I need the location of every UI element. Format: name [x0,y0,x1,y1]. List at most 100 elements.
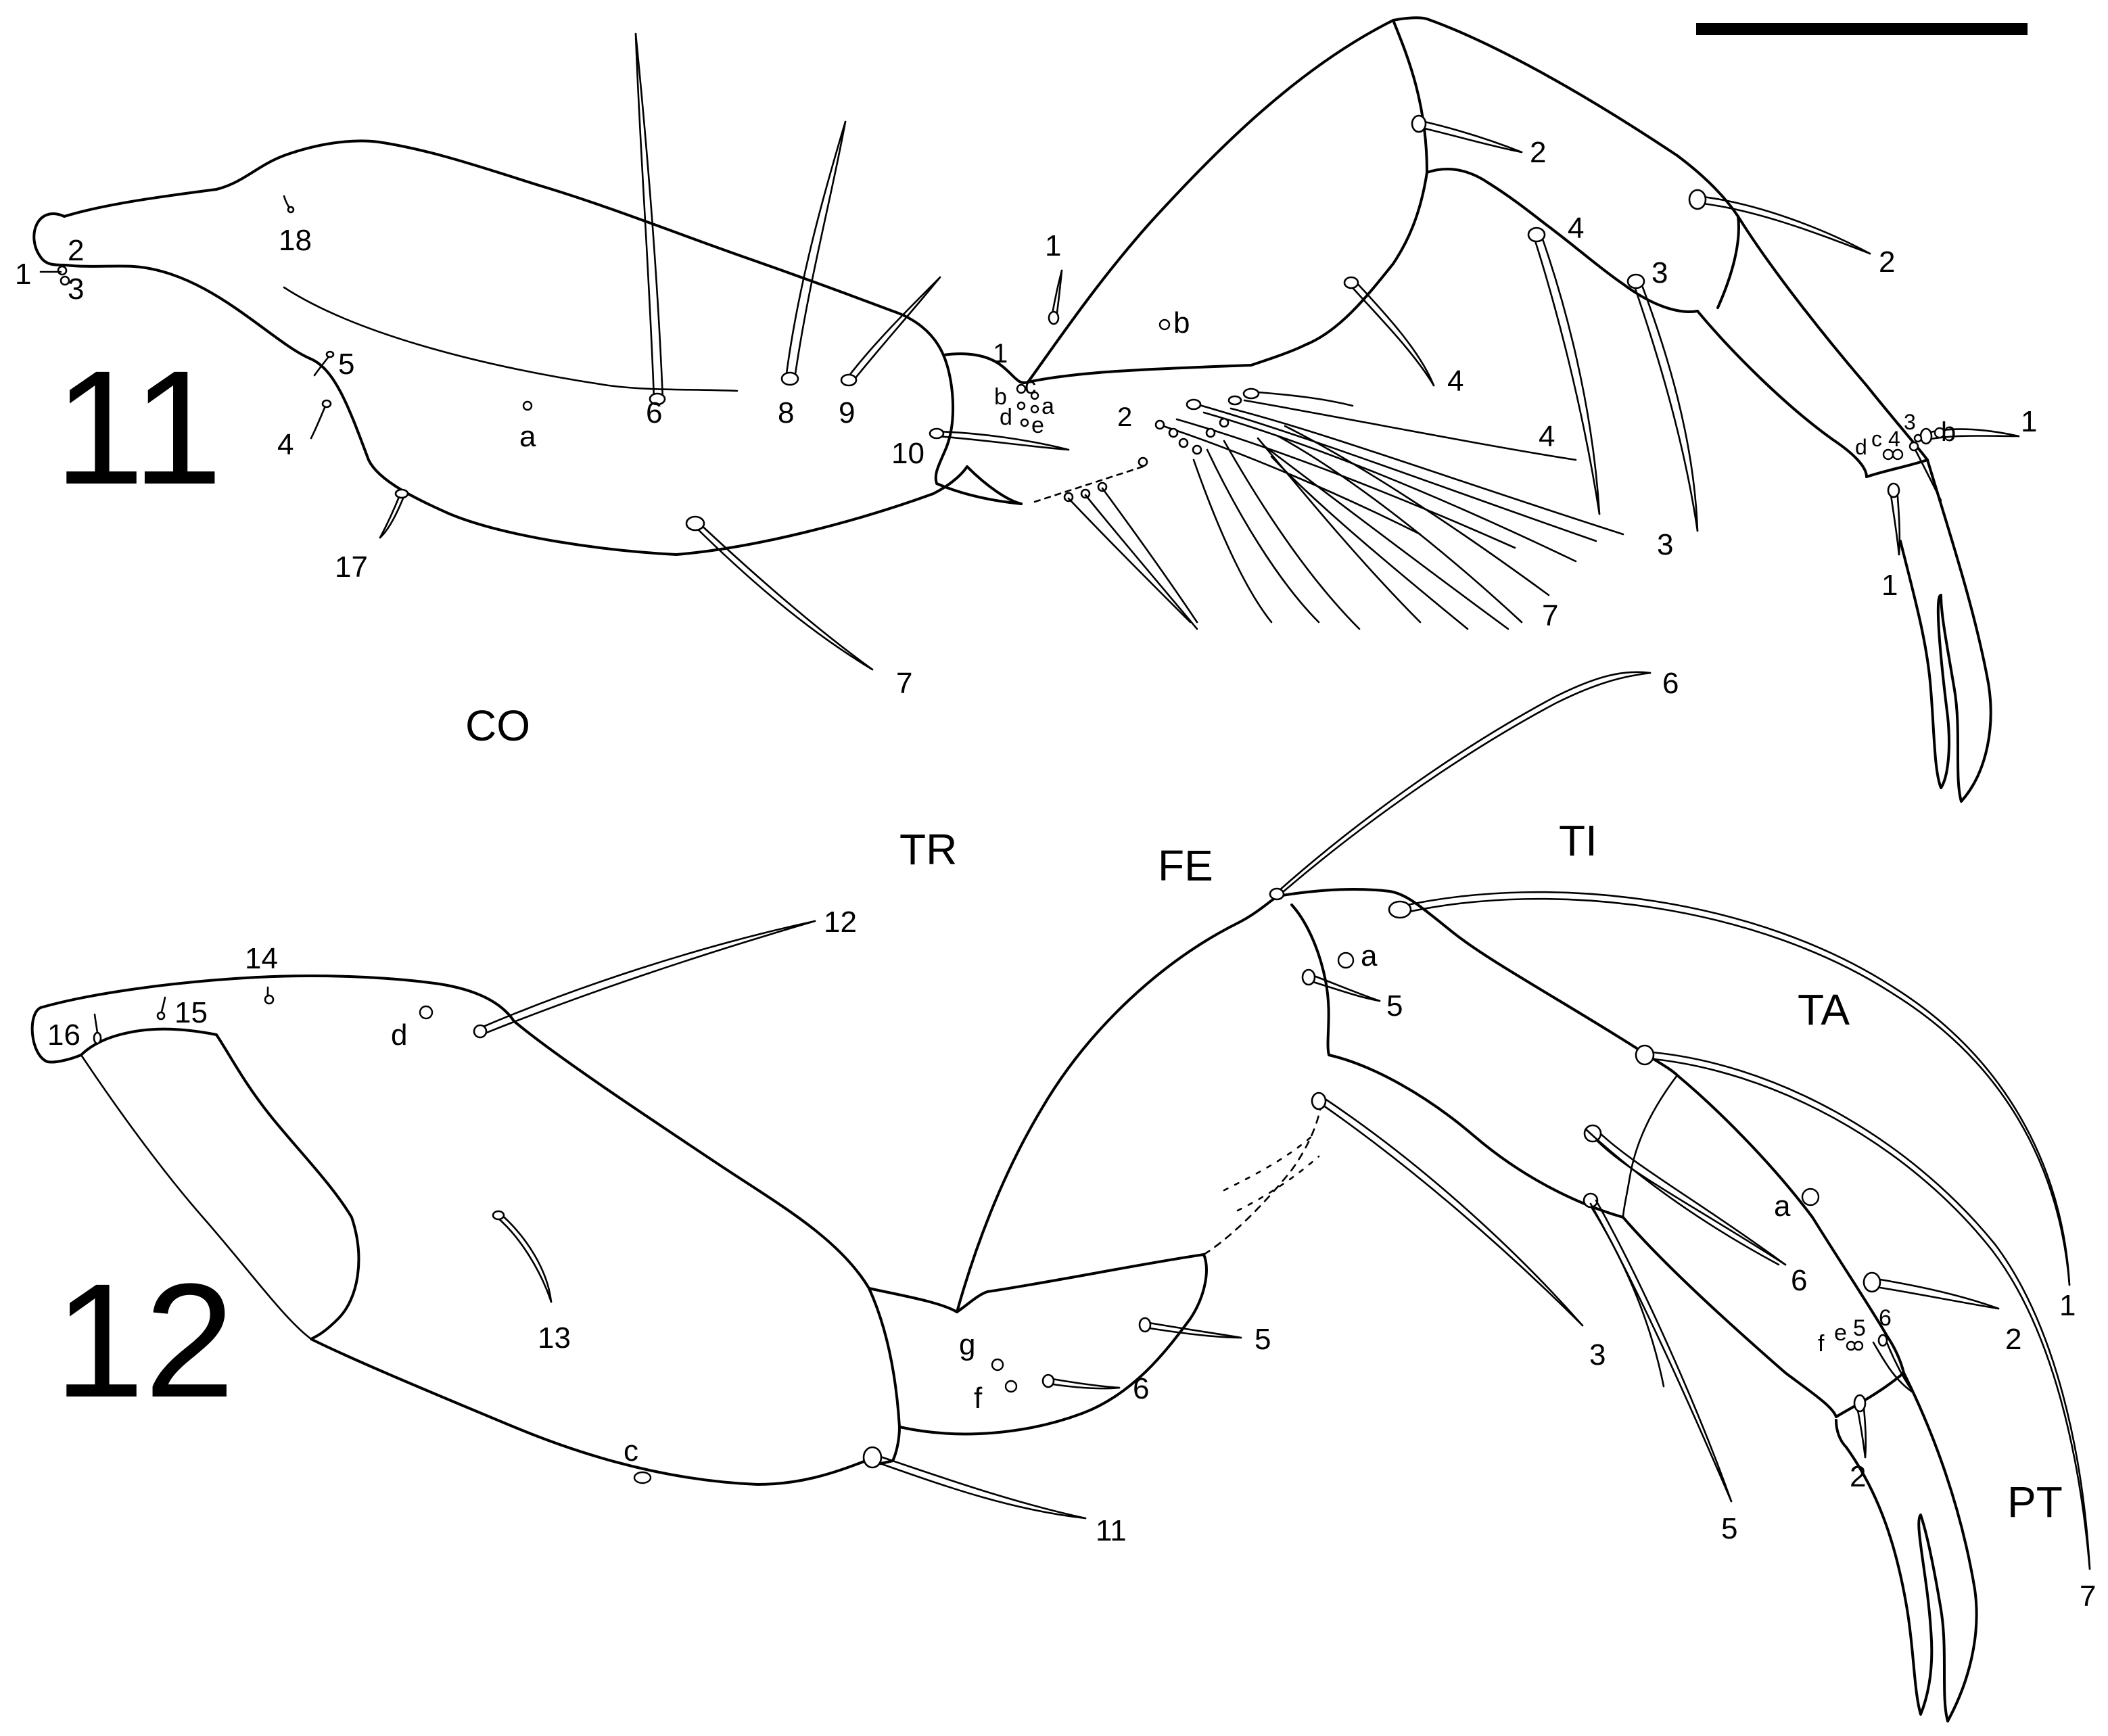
label-coxa-seta-2-11: 2 [68,234,84,267]
figure-11: 11 [15,16,2037,803]
femur-dotted-margin-12 [1202,1098,1324,1256]
label-coxa-seta-18-11: 18 [279,224,312,257]
coxa-trochanter-joint-11 [934,354,1023,505]
labels-11: 1 2 3 18 5 4 a 6 8 9 10 17 7 1 b c a d e… [15,136,2037,700]
label-tibia-seta-4-11: 4 [1568,212,1584,245]
label-tarsus-seta-2-12: 2 [2005,1323,2021,1356]
figure-number-12: 12 [54,1250,235,1431]
trochanter-top-12 [868,1253,1205,1313]
tarsus-outline-11 [1737,215,1929,461]
femur-outline-11 [1027,16,1428,383]
coxa-outline-11 [32,212,968,556]
label-coxa-seta-15-12: 15 [174,996,208,1029]
label-coxa-seta-11-12: 11 [1096,1514,1127,1547]
scale-bar [1696,23,2028,35]
label-trochanter-seta-2-11: 2 [1117,402,1132,432]
femur-lower-11 [1250,171,1428,367]
trochanter-outline-11 [942,352,1252,384]
label-tarsus-sensillum-e-12: e [1834,1320,1847,1346]
tibia-outline-11 [1426,18,1740,309]
claw-11 [1899,459,1992,803]
setae-12 [93,671,2091,1570]
label-coxa-sensillum-a-11: a [519,420,536,453]
coxa-outline-top-12 [39,975,870,1290]
tarsus-lower-12 [1622,1216,1837,1418]
label-femur-seta-4-inner-11: 4 [1539,420,1555,453]
label-femur-seta-6-12: 6 [1662,667,1679,700]
label-tarsus-seta-1-11: 1 [2021,405,2037,438]
femur-tibia-joint-11 [1392,19,1428,174]
label-coxa-seta-3-11: 3 [68,273,84,306]
coxa-inner-line-12 [80,1054,312,1340]
label-tibia-seta-3-11: 3 [1652,256,1668,289]
trochanter-outline-12 [864,1287,901,1466]
figure-12: 12 [30,667,2096,1722]
label-tibia-seta-7-12: 7 [2080,1580,2096,1613]
label-tibia-seta-2-11: 2 [1530,136,1546,169]
label-femur-sensillum-b-11: b [1173,306,1190,339]
figure-number-11: 11 [54,337,222,518]
label-femur-seta-7-11: 7 [1542,599,1558,632]
label-coxa-seta-14-12: 14 [245,942,278,975]
label-femur-seta-1-11: 1 [1045,229,1061,262]
label-coxa-seta-4-11: 4 [277,428,294,461]
coxa-inner-line-11 [283,286,739,392]
femur-outline-12 [956,895,1280,1313]
label-femur-seta-4-11: 4 [1447,365,1463,398]
label-femur-seta-5-12: 5 [1386,989,1403,1023]
segment-label-tibia: TI [1559,816,1597,865]
label-trochanter-seta-5-12: 5 [1255,1323,1271,1356]
label-coxa-sensillum-c-12: c [624,1434,638,1468]
label-tarsus-seta-6-12: 6 [1879,1305,1892,1331]
setae-11 [39,32,2020,671]
tibia-lower-12 [1290,904,1624,1219]
label-coxa-seta-13-12: 13 [538,1321,571,1355]
label-tarsus-seta-2-11: 2 [1879,245,1895,279]
tarsus-pretarsus-joint-11 [1865,459,1929,478]
segment-label-tarsus: TA [1798,985,1850,1034]
label-coxa-seta-1-11: 1 [15,258,31,291]
label-femur-seta-3-12: 3 [1589,1338,1606,1371]
label-tarsus-sensillum-d-11: d [1855,435,1867,459]
label-coxa-seta-10-11: 10 [891,437,924,470]
label-coxa-seta-5-11: 5 [338,348,354,381]
tarsus-pretarsus-joint-12 [1835,1371,1905,1418]
tibia-outline-12 [1277,888,1679,1077]
label-tibia-seta-6-12: 6 [1791,1264,1807,1297]
label-pretarsus-seta-1-11: 1 [1881,569,1898,602]
label-trochanter-sensillum-g-12: g [959,1328,975,1361]
label-trochanter-sensillum-f-12: f [974,1382,983,1415]
segment-label-pretarsus: PT [2007,1478,2063,1526]
label-coxa-seta-16-12: 16 [47,1018,80,1052]
segment-label-femur: FE [1158,841,1213,890]
label-coxa-seta-9-11: 9 [839,396,855,429]
label-trochanter-sensillum-c-11: c [1025,373,1036,399]
label-femur-sensillum-a-12: a [1361,939,1378,972]
label-tarsus-sensillum-a-12: a [1774,1190,1791,1223]
label-femur-seta-3-11: 3 [1657,528,1673,561]
label-coxa-seta-17-11: 17 [335,550,368,584]
segment-label-coxa: CO [465,701,530,750]
label-coxa-seta-12-12: 12 [824,906,857,939]
label-trochanter-sensillum-a-11: a [1041,394,1054,419]
trochanter-lower-11 [966,465,1023,505]
label-tarsus-sensillum-c-11: c [1871,427,1882,451]
label-tarsus-sensillum-b-11: b [1941,417,1956,447]
label-trochanter-seta-1-11: 1 [993,339,1008,369]
segment-label-trochanter: TR [899,825,957,874]
label-tarsus-seta-5-12: 5 [1853,1315,1866,1341]
label-tarsus-sensillum-f-12: f [1818,1331,1825,1357]
label-trochanter-sensillum-d-11: d [1000,404,1012,430]
claw-12 [1835,1371,1978,1722]
label-tibia-seta-5-12: 5 [1721,1512,1737,1545]
label-coxa-sensillum-d-12: d [391,1018,407,1052]
label-tarsus-seta-4-11: 4 [1888,427,1900,451]
coxa-outline-top-11 [63,139,945,356]
label-trochanter-sensillum-e-11: e [1031,413,1044,438]
label-trochanter-sensillum-b-11: b [994,384,1007,410]
tarsus-lower-11 [1696,310,1868,478]
trochanter-lower-12 [898,1253,1208,1436]
sensillum-a-coxa-11 [522,400,533,411]
coxa-outline-12 [30,1006,867,1486]
